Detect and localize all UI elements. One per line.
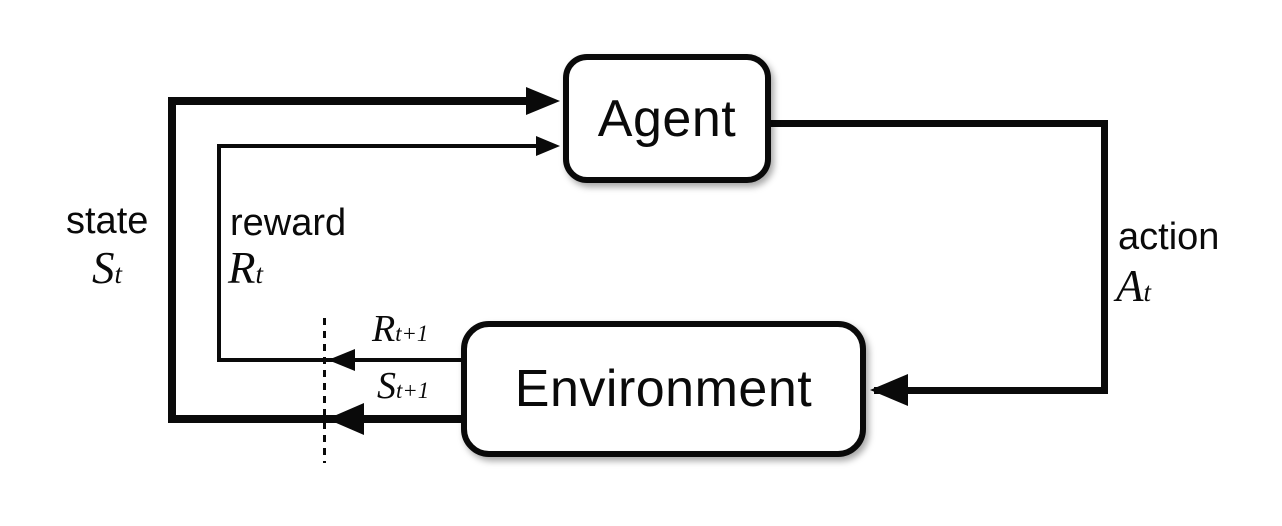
action-arrowhead-into-environment-icon (870, 374, 908, 406)
time-step-boundary-dashed-line (323, 318, 326, 463)
state-symbol-base: S (92, 243, 115, 293)
reward-symbol-subscript: t (255, 259, 264, 289)
next-state-symbol-base: S (377, 365, 396, 407)
next-state-symbol-label: St+1 (377, 367, 429, 405)
reward-symbol-label: Rt (228, 246, 263, 291)
state-line-bottom (168, 415, 463, 423)
action-symbol-label: At (1116, 264, 1151, 309)
next-reward-symbol-base: R (372, 308, 396, 350)
environment-box: Environment (461, 321, 866, 457)
next-reward-symbol-subscript: t+1 (395, 321, 429, 346)
state-symbol-subscript: t (114, 259, 123, 289)
reward-line-top (217, 144, 538, 148)
action-line-vertical (1101, 120, 1108, 394)
action-line-top (766, 120, 1108, 127)
environment-label: Environment (514, 360, 813, 418)
reward-line-vertical (217, 144, 221, 362)
agent-box: Agent (563, 54, 771, 183)
reward-arrowhead-into-agent-icon (536, 136, 560, 156)
reward-symbol-base: R (228, 243, 256, 293)
state-symbol-label: St (92, 246, 122, 291)
action-word-label: action (1118, 216, 1220, 258)
state-line-vertical (168, 97, 176, 423)
next-state-symbol-subscript: t+1 (396, 378, 430, 403)
state-arrowhead-into-agent-icon (526, 87, 560, 115)
next-reward-arrowhead-icon (328, 349, 355, 371)
action-line-bottom (874, 387, 1108, 394)
state-word-label: state (66, 200, 149, 242)
reward-word-label: reward (230, 202, 347, 244)
action-symbol-subscript: t (1143, 277, 1152, 307)
next-reward-symbol-label: Rt+1 (372, 310, 428, 348)
action-symbol-base: A (1116, 261, 1144, 311)
next-state-arrowhead-icon (327, 403, 364, 435)
state-line-top (168, 97, 526, 105)
agent-label: Agent (597, 89, 737, 148)
